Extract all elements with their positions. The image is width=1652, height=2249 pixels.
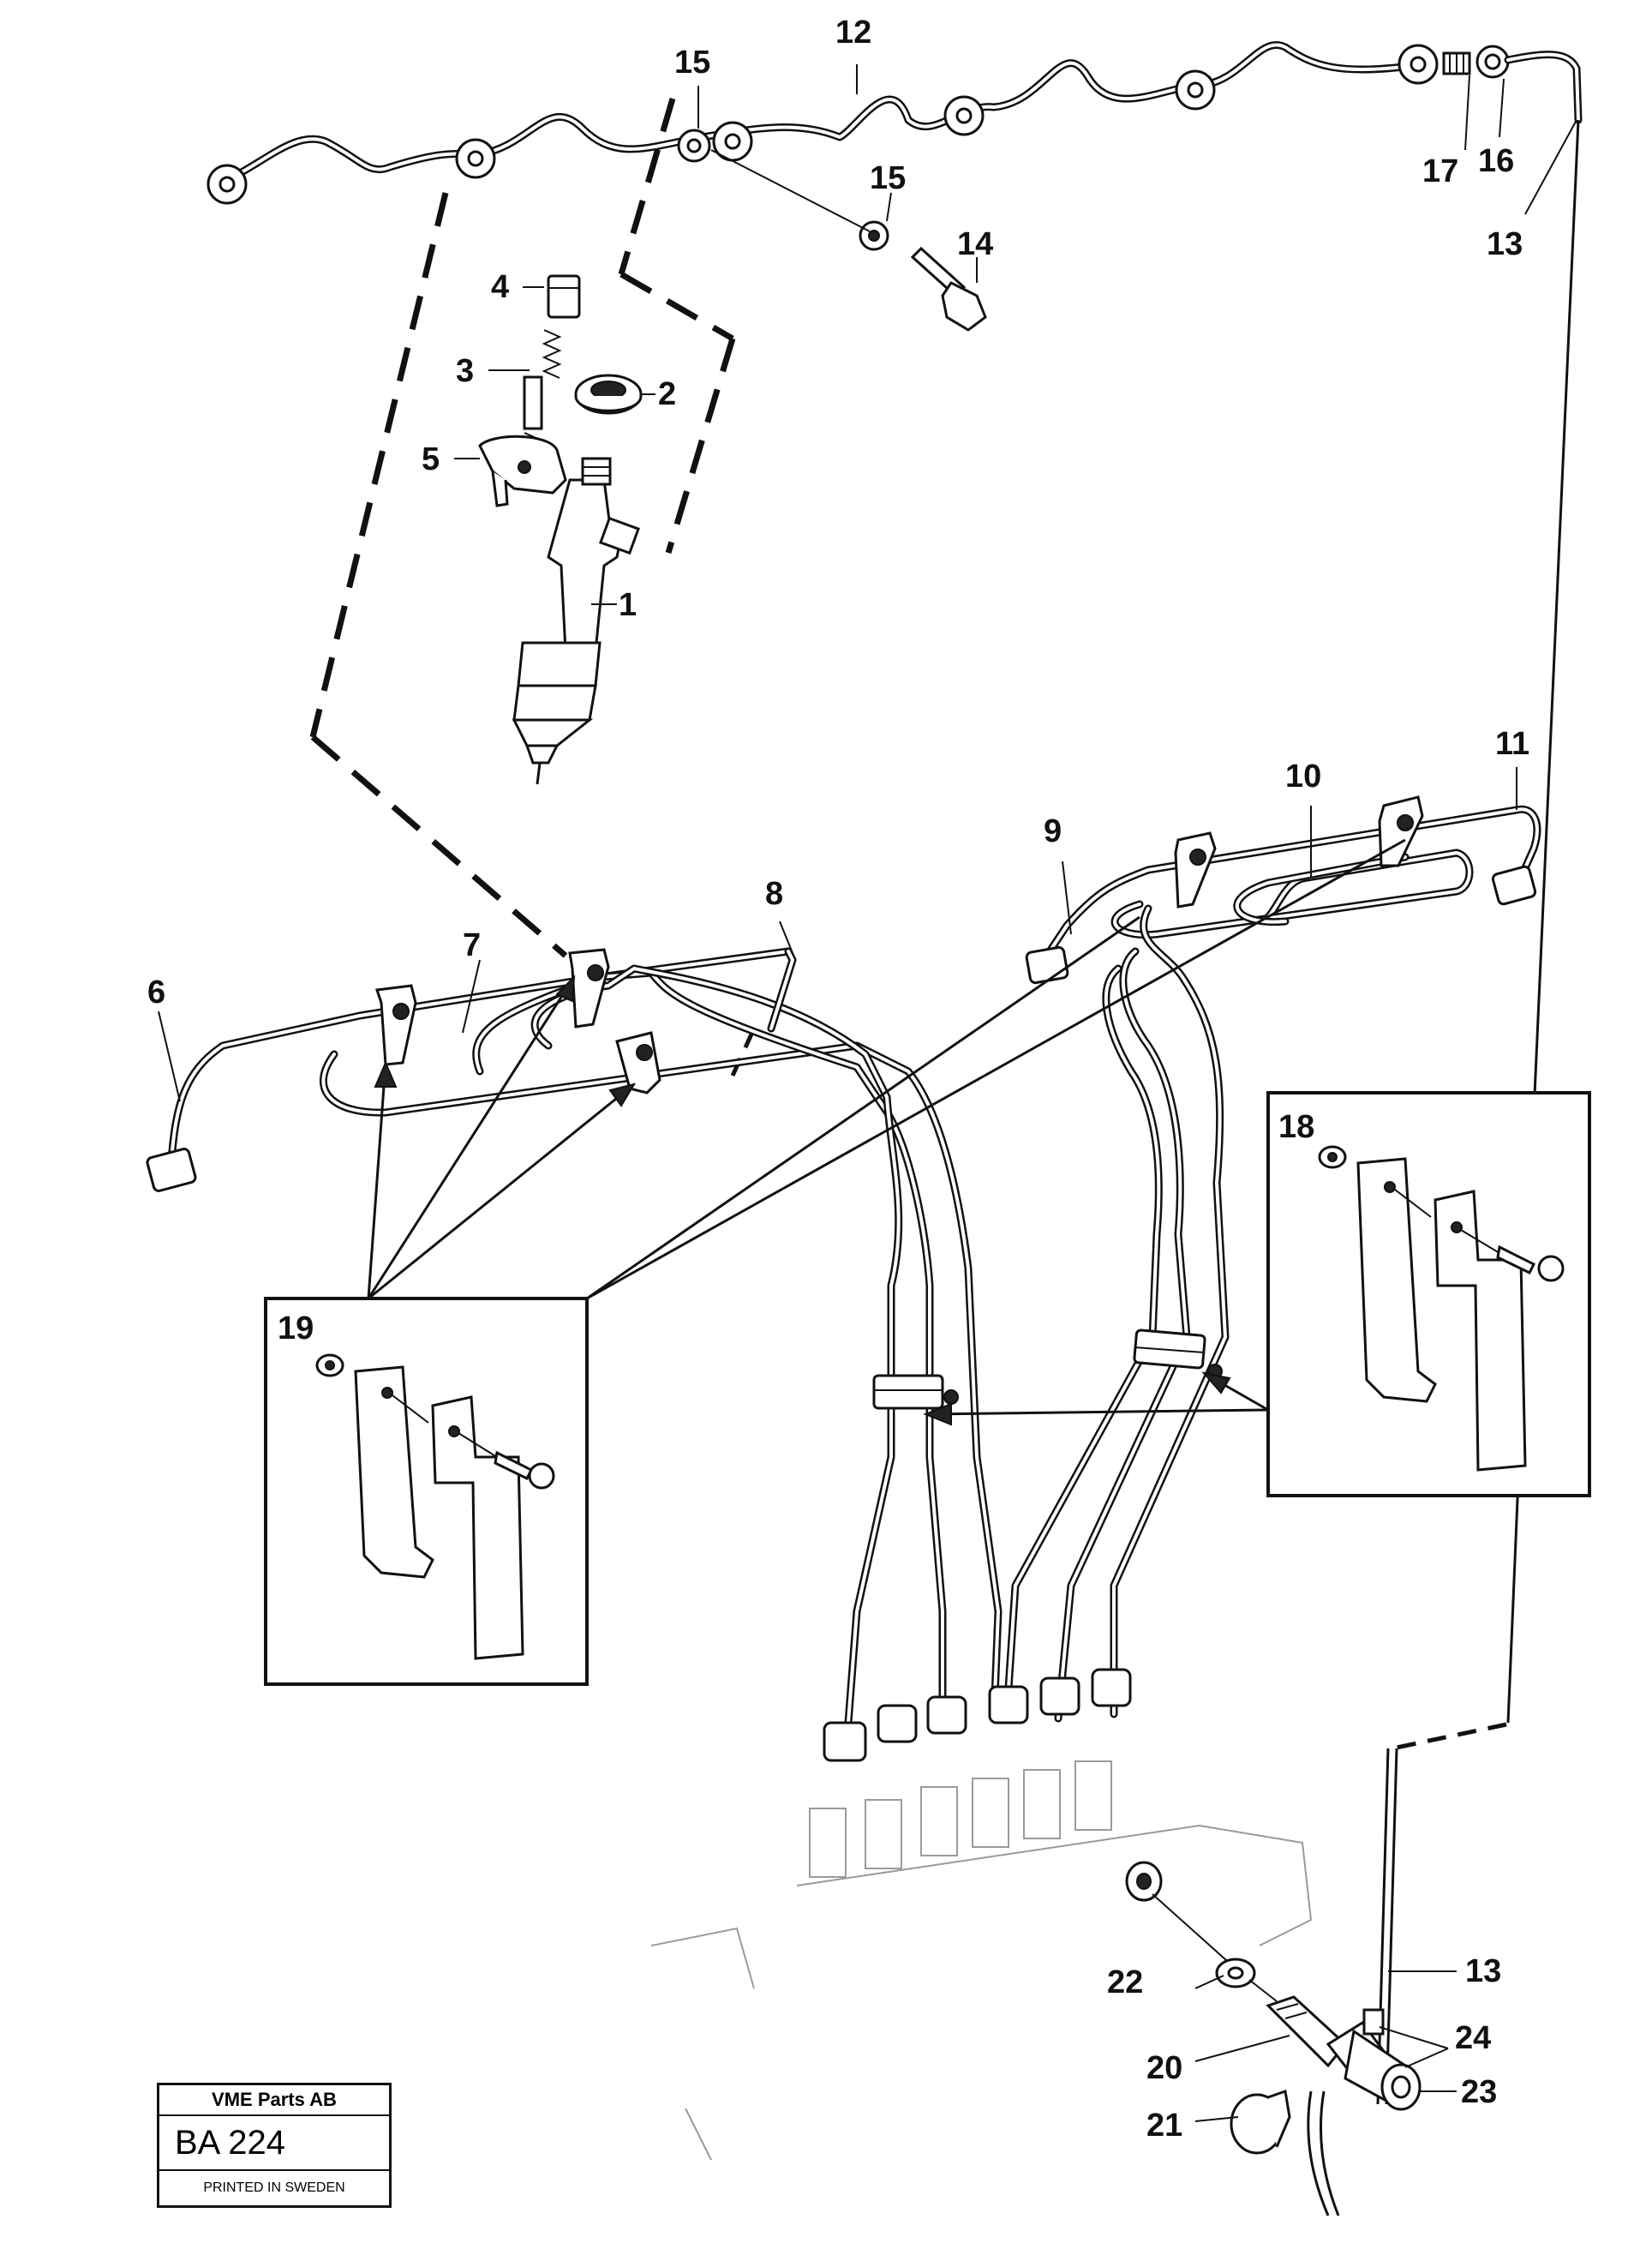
pipe-union-nuts-bottom: [823, 1668, 1132, 1762]
injection-pump-outline: [650, 1760, 1313, 2161]
callout-20: 20: [1146, 2050, 1182, 2086]
callout-10: 10: [1285, 759, 1321, 795]
callout-3: 3: [456, 353, 474, 389]
callout-15-top: 15: [674, 45, 710, 81]
clamp-bracket: [374, 984, 417, 1066]
union-nut-11: [1491, 865, 1537, 906]
detail-box-19: [264, 1297, 589, 1686]
pipe-clamp-right: [1133, 1328, 1223, 1379]
spring-3: [522, 329, 562, 454]
bolt-icon: [1496, 1244, 1565, 1282]
injector-body-1: [512, 457, 640, 785]
plug-21: [1230, 2089, 1291, 2155]
injector-assembly: [478, 274, 643, 785]
banjo-23: [1344, 2029, 1422, 2111]
callout-19: 19: [278, 1310, 314, 1346]
nut-16: [1475, 45, 1510, 79]
washer-22: [1215, 1958, 1256, 1988]
callout-12: 12: [835, 15, 871, 51]
title-block-printed: PRINTED IN SWEDEN: [203, 2180, 345, 2195]
callout-22: 22: [1107, 1964, 1143, 2000]
title-block: VME Parts AB BA 224 PRINTED IN SWEDEN: [157, 2083, 392, 2208]
union-nut-9: [1025, 945, 1069, 985]
callout-24: 24: [1455, 2020, 1491, 2056]
banjo-fitting: [943, 95, 985, 136]
arrows-box-18: [923, 1371, 1269, 1426]
clamp-bracket: [1174, 831, 1217, 909]
banjo-fitting: [712, 121, 753, 162]
callout-14: 14: [957, 226, 993, 262]
bolt-icon: [494, 1450, 555, 1490]
callout-4: 4: [491, 269, 509, 305]
callout-11: 11: [1495, 726, 1529, 762]
overflow-valve-assembly: [1125, 1861, 1422, 2216]
callout-labels: 1 2 3 4 5 6 7 8 9 10 11 12 13 13 14 15 1…: [147, 15, 1529, 2144]
callout-2: 2: [658, 376, 676, 412]
clamp-bracket: [568, 948, 610, 1029]
callout-1: 1: [619, 587, 637, 623]
callout-6: 6: [147, 975, 165, 1011]
callout-21: 21: [1146, 2108, 1182, 2144]
leak-off-line-assembly: [206, 41, 1583, 205]
union-nut-6: [146, 1148, 197, 1192]
delivery-pipes-right: [1003, 795, 1541, 1723]
nut-icon: [315, 1353, 344, 1377]
callout-18: 18: [1278, 1109, 1314, 1145]
banjo-fitting: [455, 138, 496, 179]
clamp-5: [478, 435, 567, 507]
callout-13-bottom: 13: [1465, 1953, 1501, 1989]
callout-7: 7: [463, 927, 481, 963]
nut-icon: [1318, 1145, 1347, 1169]
seal-2: [574, 374, 643, 415]
nipple-17: [1442, 51, 1471, 75]
callout-15-mid: 15: [870, 160, 906, 196]
cap-nut-4: [547, 274, 581, 319]
leader-lines: [158, 64, 1577, 2122]
arrows-box-19: [367, 838, 1406, 1300]
pipe-clamp-left: [872, 1374, 959, 1410]
banjo-fitting: [1398, 44, 1439, 85]
banjo-22: [1125, 1861, 1163, 1902]
delivery-pipes-left: [146, 947, 1003, 1727]
callout-17: 17: [1422, 153, 1458, 189]
hollow-bolt-14: [710, 149, 987, 332]
clamp-bracket: [1378, 795, 1424, 867]
callout-5: 5: [422, 441, 440, 477]
title-block-code: BA 224: [159, 2116, 389, 2171]
callout-8: 8: [765, 876, 783, 912]
washer: [677, 129, 711, 163]
title-block-company: VME Parts AB: [159, 2085, 389, 2116]
callout-13-top: 13: [1487, 226, 1523, 262]
callout-9: 9: [1044, 813, 1062, 849]
callout-16: 16: [1478, 143, 1514, 179]
clamp-bracket: [615, 1031, 661, 1095]
callout-23: 23: [1461, 2074, 1497, 2110]
detail-box-18: [1266, 1091, 1591, 1497]
banjo-fitting: [206, 164, 248, 205]
banjo-fitting: [1175, 69, 1216, 111]
